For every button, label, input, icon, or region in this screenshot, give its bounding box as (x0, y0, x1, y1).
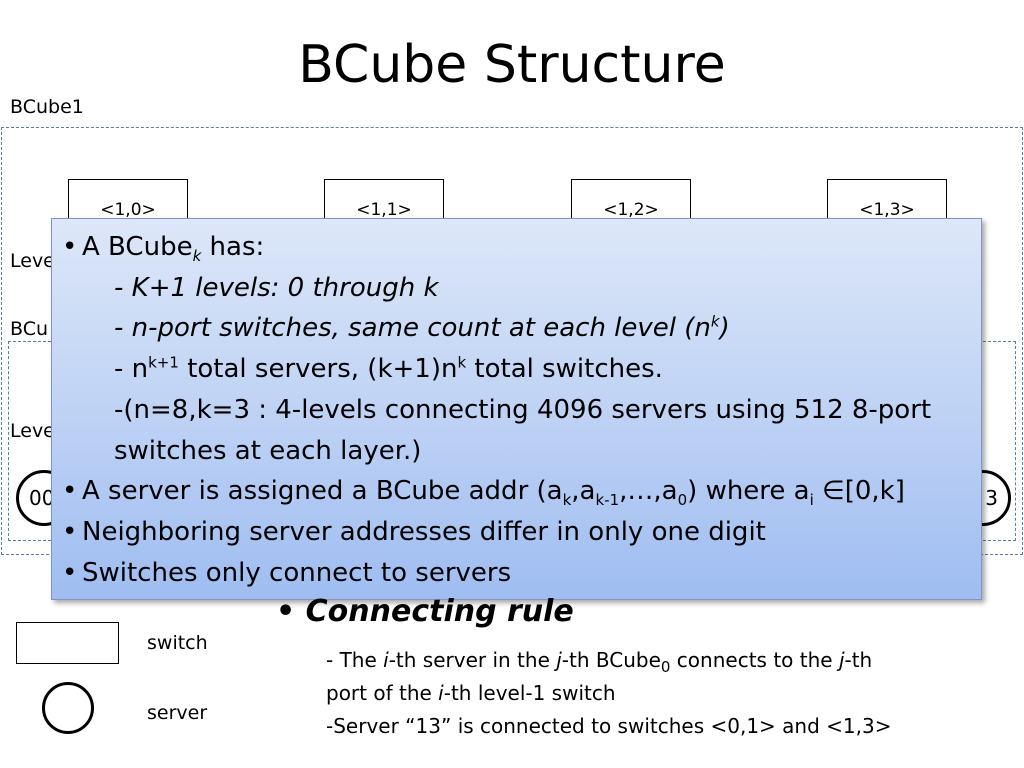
legend-switch-icon (16, 622, 119, 664)
level-label-0: Leve (10, 420, 55, 442)
legend-server-label: server (147, 702, 208, 724)
overlay-line-4: - nk+1 total servers, (k+1)nk total swit… (114, 353, 663, 385)
overlay-line-2: - K+1 levels: 0 through k (114, 272, 439, 303)
bullet-icon: • (62, 516, 78, 547)
rule-line-3: -Server “13” is connected to switches <0… (326, 714, 892, 738)
connecting-rule-body: - The i-th server in the j-th BCube0 con… (326, 644, 966, 743)
bullet-icon: • (62, 476, 78, 507)
rule-line-2: port of the i-th level-1 switch (326, 681, 616, 705)
connecting-rule-title: • Connecting rule (276, 594, 574, 629)
legend-server-icon (42, 682, 94, 734)
overlay-line-5: -(n=8,k=3 : 4-levels connecting 4096 ser… (114, 394, 932, 425)
bcube1-label: BCube1 (10, 96, 84, 118)
page-title: BCube Structure (298, 35, 726, 95)
level-label-1: Leve (10, 250, 55, 272)
bullet-icon: • (62, 232, 78, 262)
overlay-line-6: switches at each layer.) (114, 435, 422, 466)
rule-line-1: - The i-th server in the j-th BCube0 con… (326, 648, 873, 676)
bullet-icon: • (62, 557, 78, 588)
overlay-line-1: •A BCubek has: (62, 227, 971, 268)
legend-switch-label: switch (147, 632, 208, 654)
overlay-line-9: •Switches only connect to servers (62, 553, 971, 594)
overlay-line-7: •A server is assigned a BCube addr (ak,a… (62, 471, 971, 512)
overlay-line-8: •Neighboring server addresses differ in … (62, 512, 971, 553)
bullet-icon: • (276, 594, 306, 629)
overlay-line-3: - n-port switches, same count at each le… (114, 312, 730, 344)
bcube0-label: BCu (10, 318, 49, 340)
bcube-properties-box: •A BCubek has: - K+1 levels: 0 through k… (51, 218, 982, 600)
